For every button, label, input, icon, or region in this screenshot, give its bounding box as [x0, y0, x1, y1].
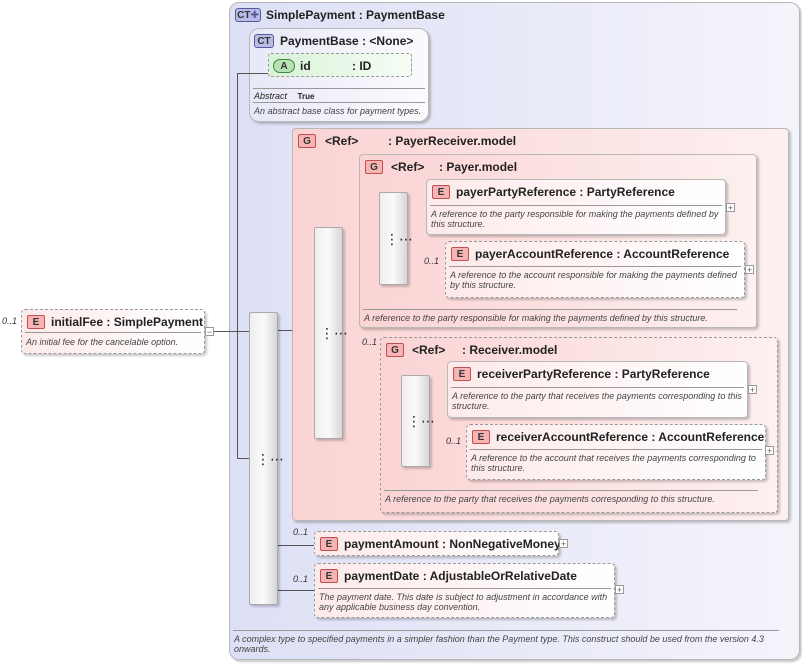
receiver-party-reference-element[interactable]	[447, 361, 748, 418]
payment-amount-title: paymentAmount : NonNegativeMoney	[344, 537, 561, 551]
divider	[253, 88, 425, 89]
occurrence-label: 0..1	[293, 574, 309, 584]
element-badge: E	[432, 185, 450, 199]
receiver-account-reference-element[interactable]	[466, 424, 766, 480]
connector-line	[237, 73, 238, 458]
sequence-icon: ⋮⋯	[385, 231, 413, 247]
divider	[384, 490, 758, 491]
expand-button[interactable]: +	[748, 385, 757, 395]
initial-fee-element[interactable]	[21, 309, 205, 354]
group-badge: G	[365, 160, 383, 174]
receiver-model-description: A reference to the party that receives t…	[385, 494, 715, 504]
element-badge: E	[27, 315, 45, 329]
collapse-button[interactable]: −	[205, 327, 214, 337]
sequence-icon: ⋮⋯	[407, 413, 435, 429]
payer-receiver-name: : PayerReceiver.model	[388, 134, 517, 148]
expand-button[interactable]: +	[559, 539, 568, 549]
occurrence-label: 0..1	[362, 337, 378, 347]
occurrence-label: 0..1	[446, 436, 462, 446]
simple-payment-title: SimplePayment : PaymentBase	[266, 8, 445, 22]
sequence-compositor[interactable]	[379, 192, 408, 285]
receiver-party-reference-description: A reference to the party that receives t…	[452, 391, 742, 411]
divider	[363, 309, 737, 310]
group-badge: G	[298, 134, 316, 148]
payer-account-reference-title: payerAccountReference : AccountReference	[475, 247, 730, 261]
attribute-badge: A	[273, 59, 295, 73]
payment-date-element[interactable]	[314, 563, 615, 618]
sequence-compositor[interactable]	[401, 375, 430, 467]
connector-line	[214, 331, 249, 332]
payer-party-reference-title: payerPartyReference : PartyReference	[456, 185, 675, 199]
complex-type-badge: CT	[254, 34, 274, 48]
receiver-account-reference-description: A reference to the account that receives…	[471, 453, 756, 473]
payer-model-name: : Payer.model	[439, 160, 518, 174]
divider	[430, 205, 722, 206]
payer-receiver-ref: <Ref>	[325, 134, 359, 148]
payer-party-reference-description: A reference to the party responsible for…	[431, 209, 719, 229]
payment-date-description: The payment date. This date is subject t…	[319, 592, 608, 612]
sequence-compositor[interactable]	[249, 312, 278, 605]
element-badge: E	[472, 430, 490, 444]
payment-base-description: An abstract base class for payment types…	[254, 106, 422, 116]
payer-account-reference-description: A reference to the account responsible f…	[450, 270, 737, 290]
payer-model-ref: <Ref>	[391, 160, 425, 174]
abstract-row: Abstract True	[254, 91, 315, 101]
element-badge: E	[451, 247, 469, 261]
receiver-model-ref: <Ref>	[412, 343, 446, 357]
connector-line	[278, 590, 314, 591]
occurrence-label: 0..1	[424, 256, 440, 266]
expand-button[interactable]: +	[745, 265, 754, 275]
payer-account-reference-element[interactable]	[445, 241, 745, 298]
initial-fee-description: An initial fee for the cancelable option…	[26, 337, 179, 347]
sequence-icon: ⋮⋯	[256, 451, 284, 467]
occurrence-label: 0..1	[293, 527, 309, 537]
divider	[470, 449, 762, 450]
sequence-icon: ⋮⋯	[320, 325, 348, 341]
occurrence-label: 0..1	[2, 316, 18, 326]
attribute-type: : ID	[352, 59, 372, 73]
element-badge: E	[453, 367, 471, 381]
divider	[25, 332, 201, 333]
divider	[449, 266, 741, 267]
divider	[253, 102, 425, 103]
sequence-compositor[interactable]	[314, 227, 343, 439]
payment-base-title: PaymentBase : <None>	[280, 34, 414, 48]
payment-amount-element[interactable]	[314, 531, 559, 556]
element-badge: E	[320, 537, 338, 551]
complex-type-badge: CT✚	[235, 8, 261, 22]
divider	[233, 630, 779, 631]
payment-date-title: paymentDate : AdjustableOrRelativeDate	[344, 569, 577, 583]
payer-party-reference-element[interactable]	[426, 179, 726, 235]
initial-fee-title: initialFee : SimplePayment	[51, 315, 204, 329]
expand-button[interactable]: +	[726, 203, 735, 213]
receiver-party-reference-title: receiverPartyReference : PartyReference	[477, 367, 710, 381]
divider	[318, 588, 611, 589]
connector-line	[237, 73, 268, 74]
expand-button[interactable]: +	[765, 446, 774, 456]
simple-payment-description: A complex type to specified payments in …	[234, 634, 764, 654]
expand-button[interactable]: +	[615, 585, 624, 595]
receiver-model-name: : Receiver.model	[462, 343, 558, 357]
divider	[451, 387, 744, 388]
element-badge: E	[320, 569, 338, 583]
group-badge: G	[386, 343, 404, 357]
attribute-name: id	[300, 59, 311, 73]
extension-icon: ✚	[250, 10, 259, 21]
connector-line	[278, 545, 314, 546]
payer-model-description: A reference to the party responsible for…	[364, 313, 708, 323]
receiver-account-reference-title: receiverAccountReference : AccountRefere…	[496, 430, 765, 444]
connector-line	[237, 458, 249, 459]
